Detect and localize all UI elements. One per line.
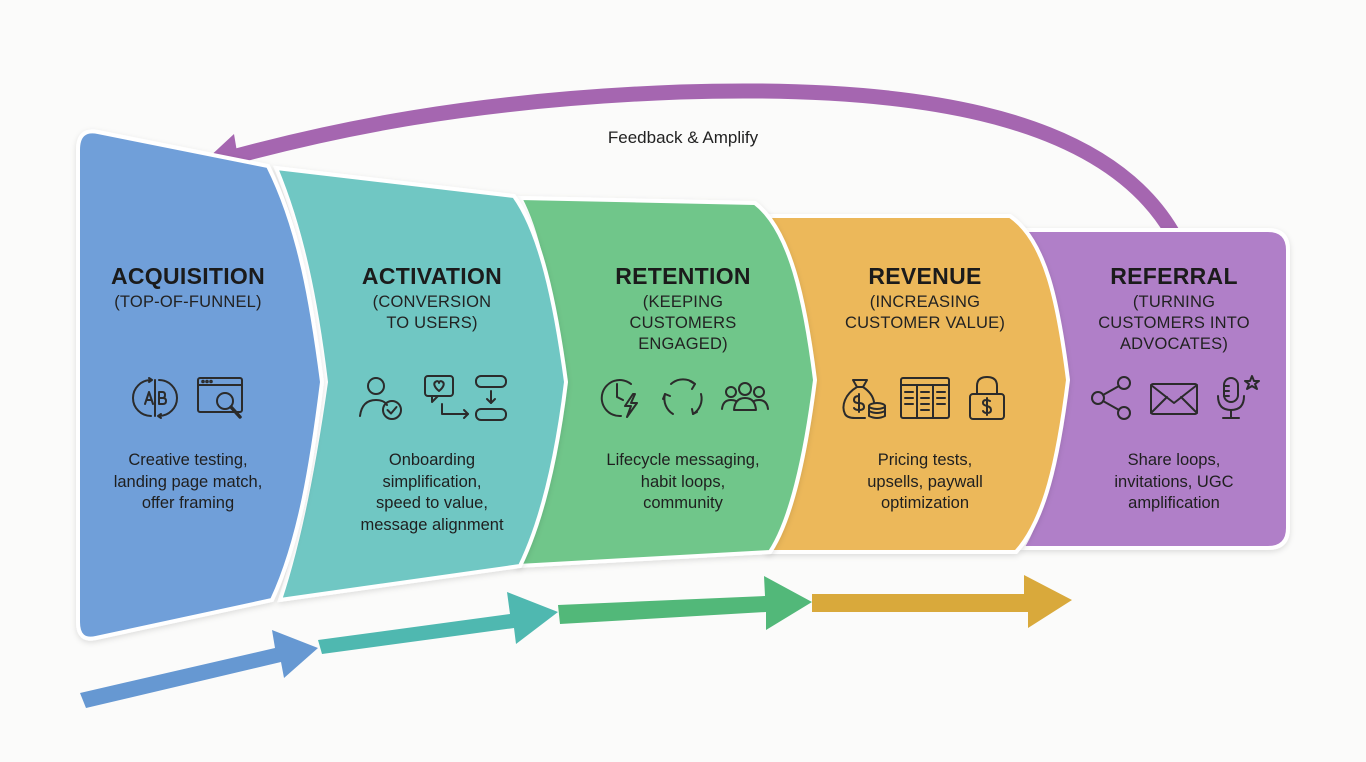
flow-arrow-revenue xyxy=(812,575,1072,628)
stage-header-retention: RETENTION (KEEPING CUSTOMERS ENGAGED) xyxy=(575,262,791,355)
share-icon xyxy=(1086,372,1138,424)
onboarding-flow-icon xyxy=(422,372,508,424)
feedback-loop-label: Feedback & Amplify xyxy=(607,128,759,147)
stage-subtitle-activation: (CONVERSION TO USERS) xyxy=(372,293,492,332)
stage-title-referral: REFERRAL xyxy=(1110,263,1238,289)
stage-description-acquisition: Creative testing, landing page match, of… xyxy=(113,451,263,512)
stage-description-activation: Onboarding simplification, speed to valu… xyxy=(360,451,504,534)
stage-description-retention: Lifecycle messaging, habit loops, commun… xyxy=(606,451,760,512)
ab-test-icon xyxy=(129,372,181,424)
stage-subtitle-acquisition: (TOP-OF-FUNNEL) xyxy=(114,293,262,311)
paywall-lock-icon xyxy=(961,372,1013,424)
flow-arrow-retention xyxy=(558,576,812,630)
flow-arrows xyxy=(80,575,1072,708)
user-check-icon xyxy=(356,372,408,424)
stage-icons-activation xyxy=(326,372,538,424)
stage-icons-referral xyxy=(1066,372,1282,424)
web-search-icon xyxy=(195,372,247,424)
stage-icons-retention xyxy=(575,372,791,424)
microphone-star-icon xyxy=(1210,372,1262,424)
stage-header-activation: ACTIVATION (CONVERSION TO USERS) xyxy=(326,262,538,334)
stage-header-revenue: REVENUE (INCREASING CUSTOMER VALUE) xyxy=(818,262,1032,334)
stage-band-activation xyxy=(272,165,569,603)
stage-description-revenue: Pricing tests, upsells, paywall optimiza… xyxy=(867,451,983,512)
stage-description-referral: Share loops, invitations, UGC amplificat… xyxy=(1114,451,1234,512)
stage-subtitle-referral: (TURNING CUSTOMERS INTO ADVOCATES) xyxy=(1098,293,1250,353)
flow-arrow-acquisition xyxy=(80,630,318,708)
stage-title-activation: ACTIVATION xyxy=(361,263,503,289)
stage-subtitle-retention: (KEEPING CUSTOMERS ENGAGED) xyxy=(629,293,737,353)
timer-bolt-icon xyxy=(595,372,647,424)
stage-subtitle-revenue: (INCREASING CUSTOMER VALUE) xyxy=(844,293,1006,332)
stage-icons-acquisition xyxy=(84,372,292,424)
flow-arrow-activation xyxy=(318,592,558,654)
pricing-table-icon xyxy=(899,372,951,424)
stage-icons-revenue xyxy=(818,372,1032,424)
stage-title-revenue: REVENUE xyxy=(868,263,982,289)
community-icon xyxy=(719,372,771,424)
stage-title-acquisition: ACQUISITION xyxy=(110,263,266,289)
stage-header-acquisition: ACQUISITION (TOP-OF-FUNNEL) xyxy=(84,262,292,313)
refresh-cycle-icon xyxy=(657,372,709,424)
envelope-icon xyxy=(1148,372,1200,424)
feedback-loop-arrow xyxy=(219,83,1179,236)
stage-title-retention: RETENTION xyxy=(615,263,751,289)
money-bag-icon xyxy=(837,372,889,424)
stage-header-referral: REFERRAL (TURNING CUSTOMERS INTO ADVOCAT… xyxy=(1066,262,1282,355)
